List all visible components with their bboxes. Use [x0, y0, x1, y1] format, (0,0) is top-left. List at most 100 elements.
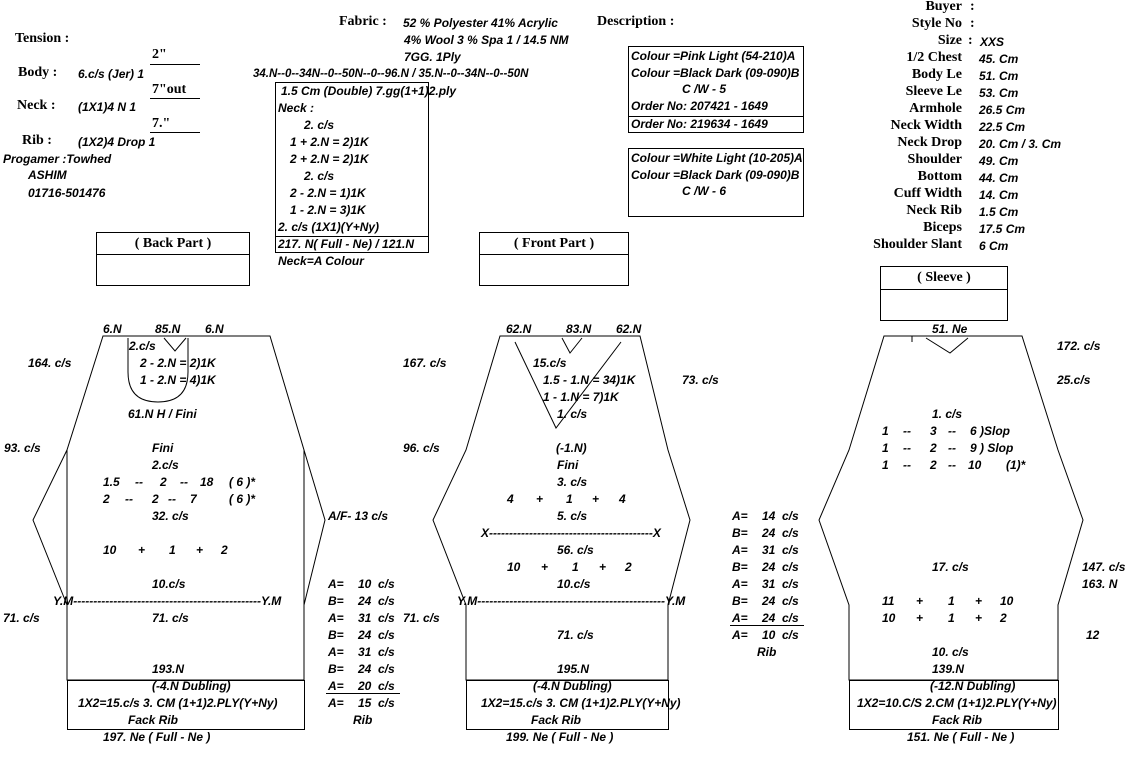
back-hole: 61.N H / Fini [128, 407, 197, 421]
sleeve-cs1: 1. c/s [932, 407, 963, 421]
color-alloc-cell: c/s [378, 594, 395, 608]
color-alloc-cell: c/s [782, 543, 799, 557]
needle-sequence: 34.N--0--34N--0--50N--0--96.N / 35.N--0-… [253, 68, 529, 80]
back-color-underline [326, 693, 400, 694]
programmer-name: ASHIM [28, 168, 67, 182]
color-alloc-cell: 24 [762, 560, 776, 574]
sleeve-slope1-c: 3 [930, 424, 937, 438]
front-inc1-a: 4 [507, 492, 514, 506]
sleeve-full: 151. Ne ( Full - Ne ) [907, 730, 1015, 744]
measurement-label: Biceps [923, 220, 962, 235]
measurement-label: Sleeve Le [905, 84, 962, 99]
front-cs10: 10.c/s [557, 577, 591, 591]
sleeve-slope3-a: 1 [882, 458, 889, 472]
sleeve-inc2-c: 1 [948, 611, 955, 625]
tension-label: Tension : [15, 31, 70, 46]
sleeve-inc2-d: + [975, 611, 983, 625]
back-neck-curve [127, 338, 189, 403]
sleeve-title-divider [880, 289, 1008, 290]
neck-box-divider [275, 236, 429, 237]
back-inc-e: 2 [221, 543, 228, 557]
front-left-167: 167. c/s [403, 356, 447, 370]
tension-rib-line [150, 132, 200, 133]
neck-box-note: Neck=A Colour [278, 254, 364, 268]
back-af: A/F- 13 c/s [328, 509, 389, 523]
measurement-value: 49. Cm [979, 154, 1019, 168]
sleeve-slope3-d: -- [948, 458, 956, 472]
measurement-label: Shoulder [907, 152, 962, 167]
color-alloc-cell: A= [732, 628, 748, 642]
color-alloc-cell: c/s [378, 696, 395, 710]
measurement-label: Neck Rib [906, 203, 962, 218]
sleeve-inc2-e: 2 [1000, 611, 1007, 625]
color-alloc-cell: A= [732, 509, 748, 523]
sleeve-slope1-d: -- [948, 424, 956, 438]
front-inc2-b: + [541, 560, 549, 574]
front-rib-line: 1X2=15.c/s 3. CM (1+1)2.PLY(Y+Ny) [481, 696, 681, 710]
back-neck-l1: 2 - 2.N = 2)1K [140, 356, 216, 370]
color-alloc-cell: c/s [378, 679, 395, 693]
measurement-label: 1/2 Chest [906, 50, 962, 65]
color-alloc-cell: B= [328, 662, 344, 676]
back-shape2-b: -- [125, 492, 133, 506]
tension-body: 2" [152, 47, 167, 62]
back-shape2-c: 2 [152, 492, 159, 506]
measurement-label: Size [937, 33, 962, 48]
measurement-colon: : [970, 0, 975, 14]
color-alloc-cell: 24 [358, 662, 372, 676]
back-neck-v [163, 337, 187, 352]
color-alloc-cell: A= [328, 645, 344, 659]
neck-spec-box [275, 82, 429, 253]
back-title-divider [96, 254, 250, 255]
back-left-71: 71. c/s [3, 611, 40, 625]
sleeve-right-12: 12 [1086, 628, 1100, 642]
front-cs15: 15.c/s [533, 356, 567, 370]
neck-box-line: 2. c/s [304, 118, 335, 132]
color-alloc-cell: c/s [782, 611, 799, 625]
back-bottom-n: 193.N [152, 662, 185, 676]
color-alloc-cell: c/s [782, 526, 799, 540]
sleeve-slope2-d: -- [948, 441, 956, 455]
front-ym-line: Y.M-------------------------------------… [457, 594, 686, 608]
colour-box-2 [628, 148, 804, 217]
sleeve-slope2-c: 2 [930, 441, 937, 455]
color-alloc-cell: c/s [782, 509, 799, 523]
front-neck-notch [561, 337, 583, 354]
color-alloc-cell: c/s [782, 594, 799, 608]
front-cs71: 71. c/s [557, 628, 594, 642]
back-dubling: (-4.N Dubling) [152, 679, 231, 693]
sleeve-inc1-a: 11 [882, 594, 895, 608]
color-alloc-cell: c/s [782, 577, 799, 591]
fabric-line1: 52 % Polyester 41% Acrylic [403, 16, 558, 30]
front-inc1-d: + [592, 492, 600, 506]
neck-box-line: 1 - 2.N = 3)1K [290, 203, 366, 217]
colour-line: Colour =Black Dark (09-090)B [631, 168, 800, 182]
sleeve-slope3-b: -- [903, 458, 911, 472]
front-title-divider [479, 254, 629, 255]
front-cs1: 1. c/s [557, 407, 588, 421]
colour-line: C /W - 6 [682, 184, 726, 198]
back-shoulder-right: 6.N [205, 322, 224, 336]
color-alloc-cell: c/s [782, 560, 799, 574]
color-alloc-cell: B= [328, 594, 344, 608]
color-alloc-cell: B= [732, 526, 748, 540]
front-color-underline [730, 625, 804, 626]
measurement-colon: : [970, 16, 975, 31]
sleeve-slope2-e: 9 ) Slop [970, 441, 1014, 455]
back-shape2-f: ( 6 )* [229, 492, 256, 506]
measurement-value: 22.5 Cm [979, 120, 1026, 134]
sleeve-fack-rib: Fack Rib [932, 713, 983, 727]
sleeve-dubling: (-12.N Dubling) [930, 679, 1016, 693]
front-inc1-e: 4 [619, 492, 626, 506]
back-shape1-b: -- [135, 475, 143, 489]
colour-line: Order No: 207421 - 1649 [631, 99, 768, 113]
colour-line: Order No: 219634 - 1649 [631, 117, 768, 131]
front-inc2-a: 10 [507, 560, 521, 574]
back-full: 197. Ne ( Full - Ne ) [103, 730, 211, 744]
measurement-label: Style No [911, 16, 962, 31]
sleeve-cs10: 10. c/s [932, 645, 969, 659]
back-cs2: 2.c/s [152, 458, 179, 472]
color-alloc-cell: 20 [358, 679, 372, 693]
rib-value: (1X2)4 Drop 1 [78, 135, 156, 149]
sleeve-cs17: 17. c/s [932, 560, 969, 574]
